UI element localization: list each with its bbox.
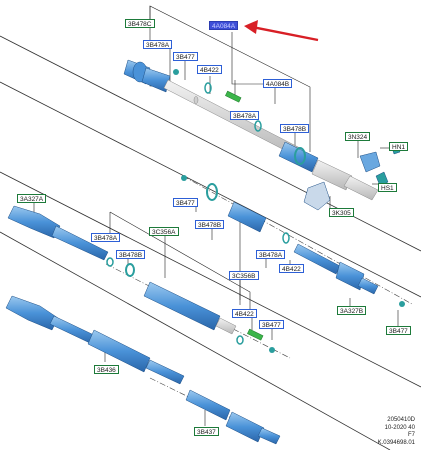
part-label-3C356B[interactable]: 3C356B [229, 271, 259, 280]
highlight-arrow [244, 20, 319, 42]
part-label-3B437[interactable]: 3B437 [194, 427, 219, 436]
part-label-3A327A[interactable]: 3A327A [17, 194, 47, 203]
part-label-3B477[interactable]: 3B477 [259, 320, 284, 329]
reference-line-1: 2050410D [387, 417, 415, 423]
part-label-4B422[interactable]: 4B422 [279, 264, 304, 273]
part-label-4B422[interactable]: 4B422 [232, 309, 257, 318]
part-label-3B478A[interactable]: 3B478A [143, 40, 173, 49]
part-label-3A327B[interactable]: 3A327B [337, 306, 367, 315]
upper-section-edges [0, 35, 421, 298]
upper-shaft-assembly [123, 59, 379, 201]
part-label-HN1[interactable]: HN1 [389, 142, 409, 151]
lower-section-edges [0, 171, 421, 450]
part-label-3B478A[interactable]: 3B478A [256, 250, 286, 259]
part-label-4A084A-selected[interactable]: 4A084A [209, 21, 239, 30]
part-label-4B422[interactable]: 4B422 [197, 65, 222, 74]
part-label-3K305[interactable]: 3K305 [329, 208, 354, 217]
lower-shaft-assembly-1 [7, 205, 275, 353]
part-label-3B478B[interactable]: 3B478B [116, 250, 146, 259]
middle-right-assembly [181, 175, 405, 307]
part-label-3B478A[interactable]: 3B478A [91, 233, 121, 242]
part-label-3B478C[interactable]: 3B478C [125, 19, 155, 28]
reference-line-4: K.0394698.01 [377, 439, 415, 446]
part-label-3B477[interactable]: 3B477 [386, 326, 411, 335]
part-label-4A084B[interactable]: 4A084B [263, 79, 293, 88]
part-label-3B478B[interactable]: 3B478B [280, 124, 310, 133]
part-label-3B478A[interactable]: 3B478A [230, 111, 260, 120]
bracket-part [303, 145, 401, 211]
part-label-HS1[interactable]: HS1 [378, 183, 397, 192]
part-label-3B478B[interactable]: 3B478B [195, 220, 225, 229]
lower-shaft-assembly-2 [5, 295, 281, 445]
part-label-3B477[interactable]: 3B477 [173, 52, 198, 61]
reference-line-2: 10-2020 40 [384, 424, 415, 431]
diagram-reference-code: 2050410D 10-2020 40 F7 K.0394698.01 [378, 417, 415, 447]
part-label-3B436[interactable]: 3B436 [94, 365, 119, 374]
part-label-3N324[interactable]: 3N324 [345, 132, 371, 141]
reference-line-3: F7 [407, 432, 415, 438]
part-label-3B477[interactable]: 3B477 [173, 198, 198, 207]
part-label-3C356A[interactable]: 3C356A [149, 227, 179, 236]
